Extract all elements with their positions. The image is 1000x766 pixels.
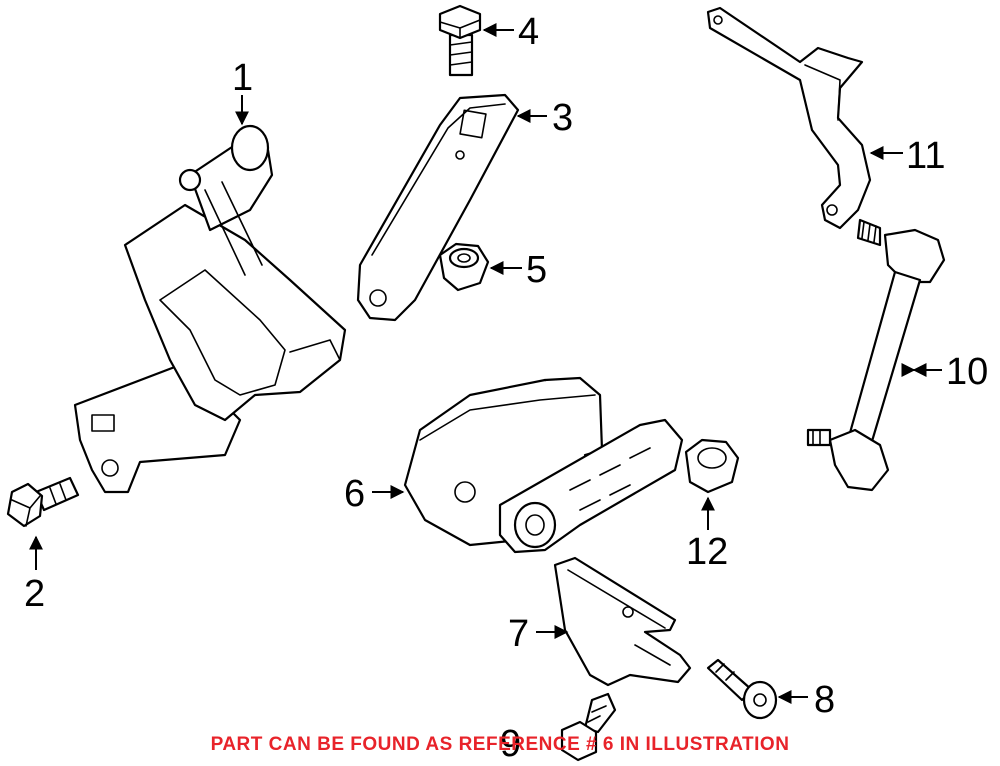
callout-3: 3	[552, 97, 573, 139]
callout-11: 11	[906, 135, 945, 177]
part-11-bracket	[706, 6, 872, 230]
callout-12: 12	[686, 531, 728, 573]
part-6-level-sensor-assembly	[403, 376, 684, 554]
part-12-nut	[684, 438, 740, 494]
part-4-bolt	[438, 4, 482, 77]
part-2-bolt	[6, 476, 80, 528]
part-9-bolt	[560, 692, 617, 762]
callout-9: 9	[500, 723, 521, 765]
callout-labels: 1 2 3 4 5 6 7 8 9 10 11 12	[24, 11, 988, 765]
callout-8: 8	[814, 679, 835, 721]
callout-5: 5	[526, 249, 547, 291]
callout-7: 7	[508, 613, 529, 655]
part-3-link-arm	[356, 93, 520, 322]
part-8-bolt	[706, 658, 778, 720]
callout-6: 6	[344, 473, 365, 515]
part-10-link-rod	[806, 218, 946, 492]
callout-4: 4	[518, 11, 539, 53]
callout-10: 10	[946, 351, 988, 393]
callout-2: 2	[24, 573, 45, 615]
part-7-bracket	[553, 556, 692, 687]
part-5-nut	[438, 242, 490, 292]
callout-1: 1	[232, 57, 253, 99]
leader-lines	[29, 23, 942, 704]
part-1-level-sensor	[73, 124, 347, 494]
